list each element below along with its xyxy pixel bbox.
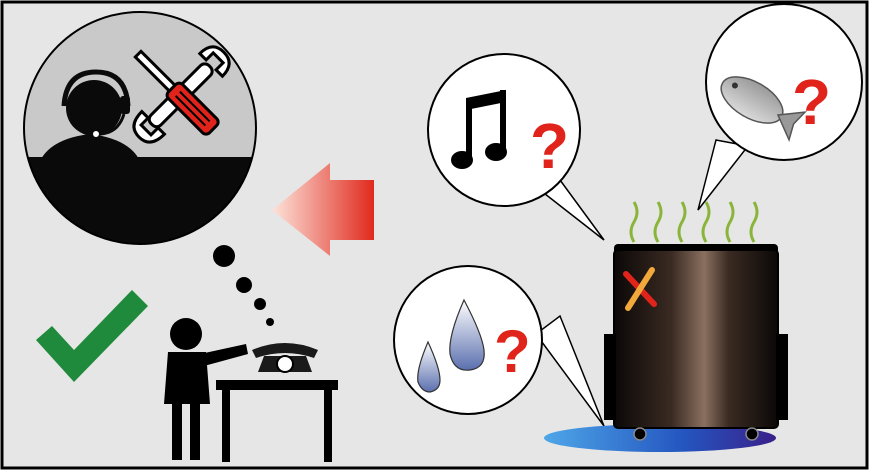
question-mark: ? (494, 318, 531, 385)
question-mark: ? (792, 66, 831, 138)
question-mark: ? (530, 110, 569, 182)
heater (604, 244, 788, 440)
